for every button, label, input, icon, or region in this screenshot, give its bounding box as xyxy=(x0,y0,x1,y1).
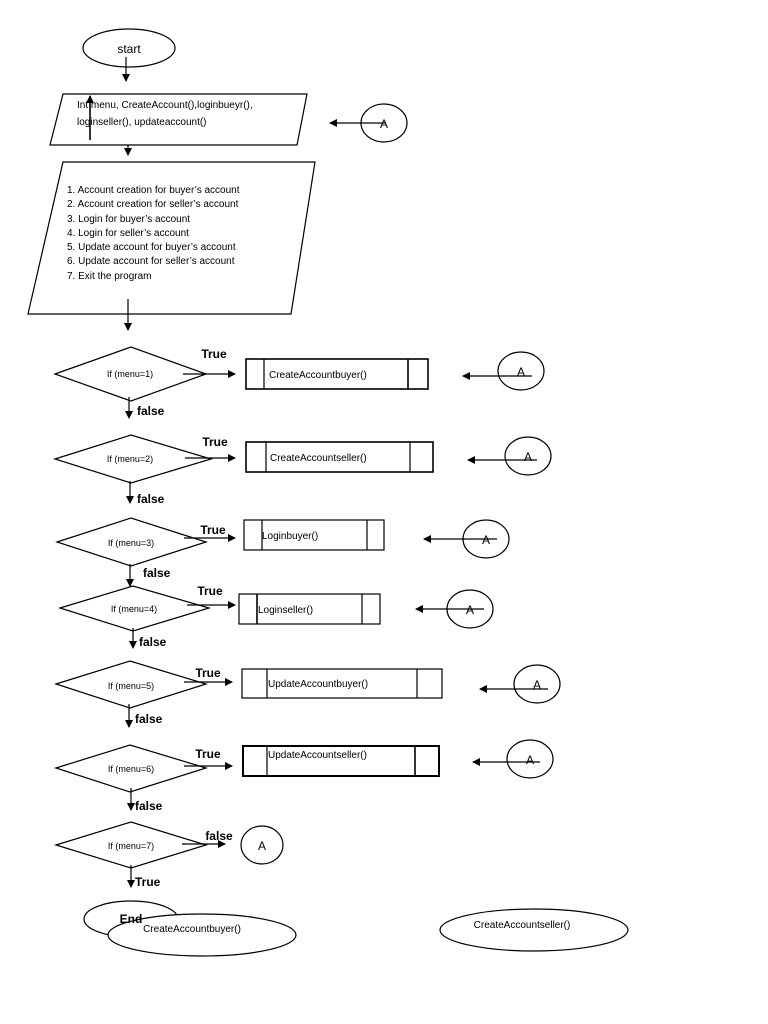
menu-item: 5. Update account for buyer’s account xyxy=(67,242,236,253)
branch-label: True xyxy=(200,523,226,537)
decision-condition: If (menu=5) xyxy=(108,681,154,691)
start-label: start xyxy=(117,42,141,56)
down-label: false xyxy=(135,799,163,813)
process-box xyxy=(245,358,429,390)
decision-diamond xyxy=(53,821,209,869)
connector-label: A xyxy=(466,603,474,617)
down-label: false xyxy=(137,492,165,506)
connector-label: A xyxy=(526,753,534,767)
down-label: false xyxy=(137,404,165,418)
connector-label: A xyxy=(380,117,388,131)
init-io-box xyxy=(49,93,308,146)
menu-item: 2. Account creation for seller’s account xyxy=(67,199,239,210)
connector-label: A xyxy=(533,678,541,692)
menu-item: 6. Update account for seller’s account xyxy=(67,256,235,267)
decision-diamond xyxy=(57,585,212,632)
decision-diamond xyxy=(54,660,209,709)
decision-condition: If (menu=3) xyxy=(108,538,154,548)
process-label: CreateAccountseller() xyxy=(270,453,367,464)
branch-label: True xyxy=(197,584,223,598)
bottom-oval-label: CreateAccountseller() xyxy=(474,920,571,931)
menu-items: 1. Account creation for buyer’s account … xyxy=(67,185,240,282)
connector-label: A xyxy=(258,839,266,853)
down-label: false xyxy=(143,566,171,580)
decision-diamond xyxy=(54,744,209,793)
process-label: UpdateAccountseller() xyxy=(268,750,367,761)
subroutine-oval-createaccountseller xyxy=(439,908,629,952)
decision-condition: If (menu=6) xyxy=(108,764,154,774)
menu-item: 1. Account creation for buyer’s account xyxy=(67,185,240,196)
decision-condition: If (menu=2) xyxy=(107,454,153,464)
connector-label: A xyxy=(517,365,525,379)
process-label: Loginbuyer() xyxy=(262,531,318,542)
process-label: CreateAccountbuyer() xyxy=(269,370,367,381)
process-label: UpdateAccountbuyer() xyxy=(268,679,368,690)
menu-item: 7. Exit the program xyxy=(67,271,151,282)
down-label: false xyxy=(139,635,167,649)
init-line-2: loginseller(), updateaccount() xyxy=(77,117,207,128)
connector-label: A xyxy=(482,533,490,547)
connector-a xyxy=(462,519,510,559)
process-box xyxy=(241,668,443,699)
decision-condition: If (menu=7) xyxy=(108,841,154,851)
branch-label: True xyxy=(201,347,227,361)
menu-item: 3. Login for buyer’s account xyxy=(67,214,190,225)
process-label: Loginseller() xyxy=(258,605,313,616)
connector-a xyxy=(506,739,554,779)
connector-a xyxy=(513,664,561,704)
decision-diamond xyxy=(53,434,214,484)
process-box xyxy=(245,441,434,473)
connector-label: A xyxy=(524,450,532,464)
subroutine-oval-createaccountbuyer xyxy=(107,913,297,957)
process-box xyxy=(243,519,385,551)
down-label: false xyxy=(135,712,163,726)
branch-label: True xyxy=(195,666,221,680)
decision-condition: If (menu=1) xyxy=(107,369,153,379)
decision-condition: If (menu=4) xyxy=(111,604,157,614)
branch-label: false xyxy=(205,829,233,843)
branch-label: True xyxy=(195,747,221,761)
down-label: True xyxy=(135,875,161,889)
start-terminal xyxy=(82,28,176,68)
connector-a xyxy=(504,436,552,476)
connector-a xyxy=(497,351,545,391)
bottom-oval-label: CreateAccountbuyer() xyxy=(143,924,241,935)
menu-io-box xyxy=(27,161,316,315)
connector-a xyxy=(240,825,284,865)
decision-diamond xyxy=(55,517,208,567)
process-box xyxy=(238,593,381,625)
connector-a xyxy=(360,103,408,143)
menu-item: 4. Login for seller’s account xyxy=(67,228,189,239)
init-line-1: Int menu, CreateAccount(),loginbueyr(), xyxy=(77,100,253,111)
connector-a xyxy=(446,589,494,629)
branch-label: True xyxy=(202,435,228,449)
end-label: End xyxy=(120,912,143,926)
process-box xyxy=(242,745,440,777)
